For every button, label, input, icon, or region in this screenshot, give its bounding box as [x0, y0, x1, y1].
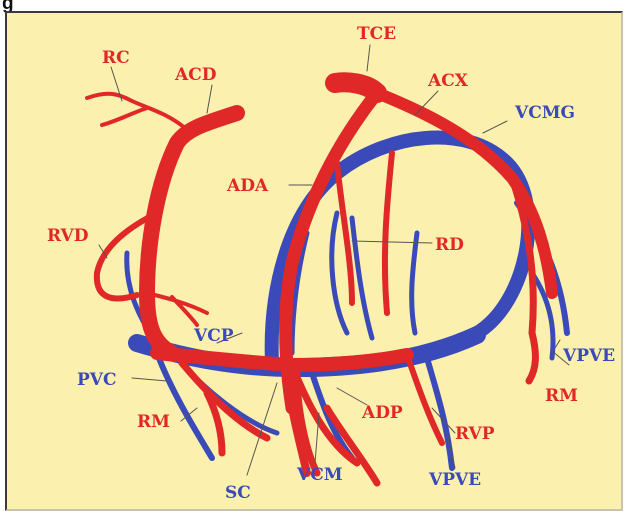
vein-rd: [412, 233, 417, 333]
label-rm-right: RM: [545, 386, 578, 406]
vein-vcmg-loop: [272, 138, 529, 365]
artery-rd-1: [385, 153, 392, 313]
artery-rc: [87, 94, 185, 128]
vein-mid-2: [352, 218, 372, 338]
coronary-vessels-diagram: TCE RC ACD ACX VCMG ADA RD RVD VCP PVC V…: [7, 13, 621, 509]
vein-layer: [127, 138, 567, 468]
label-vcp: VCP: [193, 326, 234, 346]
label-adp: ADP: [361, 403, 403, 423]
label-rvd: RVD: [47, 226, 89, 246]
label-vcmg: VCMG: [514, 103, 575, 123]
label-vcm: VCM: [296, 465, 343, 485]
label-ada: ADA: [226, 176, 269, 196]
artery-rd-2: [337, 163, 352, 303]
label-vpve-bottom: VPVE: [428, 470, 481, 490]
label-rd: RD: [435, 235, 464, 255]
label-rvp: RVP: [455, 424, 495, 444]
label-rm-left: RM: [137, 412, 170, 432]
label-pvc: PVC: [77, 370, 117, 390]
label-vpve-right: VPVE: [562, 346, 615, 366]
artery-rm-left: [182, 363, 267, 453]
label-tce: TCE: [357, 24, 396, 44]
label-acx: ACX: [427, 71, 469, 91]
label-rc: RC: [102, 48, 130, 68]
label-acd: ACD: [174, 65, 217, 85]
label-sc: SC: [225, 483, 251, 503]
